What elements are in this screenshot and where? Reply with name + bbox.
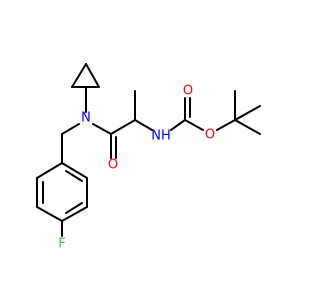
atom-label-fluorine: F <box>58 237 65 252</box>
bond-layer <box>36 63 261 237</box>
bond-ring-6 <box>36 162 63 179</box>
bond-ring-3 <box>61 206 88 222</box>
bond-tbu-methyl-2 <box>234 105 261 121</box>
bond-nh-carbamate <box>170 119 186 131</box>
molecule-structure-diagram: N NH O O O F <box>0 0 300 300</box>
atom-label-o-amide: O <box>108 158 118 173</box>
bond-carbonyl-alpha <box>110 119 136 135</box>
atom-label-o-ester: O <box>205 128 215 143</box>
bond-o-tbu <box>216 119 236 131</box>
atom-label-nh-carbamate: NH <box>151 129 171 144</box>
background <box>0 0 300 300</box>
bond-n-ch2 <box>61 123 80 135</box>
bond-cyclopropyl-3 <box>85 63 100 88</box>
atom-label-layer: N NH O O O F <box>58 84 215 252</box>
bond-ring-1 <box>61 162 88 179</box>
bond-tbu-methyl-3 <box>234 119 261 135</box>
bond-n-carbonyl <box>92 123 112 135</box>
bond-alpha-nh <box>134 119 153 131</box>
bond-ring-inner-1 <box>65 170 83 182</box>
bond-cyclopropyl-2 <box>71 63 87 88</box>
atom-label-n-amide: N <box>81 111 91 126</box>
atom-label-o-carbonyl: O <box>183 84 193 99</box>
bond-carbamate-o <box>184 119 204 131</box>
bond-ring-4 <box>36 206 63 222</box>
bond-ring-inner-2 <box>65 202 83 214</box>
